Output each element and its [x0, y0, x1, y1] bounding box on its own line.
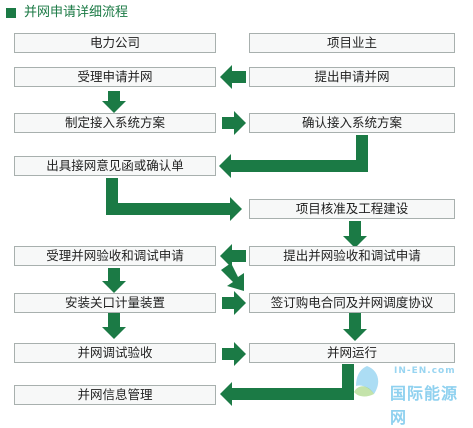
arrow-submit-to-accept: [220, 65, 246, 89]
watermark-logo-leaf: [356, 366, 379, 394]
watermark-brand: 国际能源网: [390, 384, 459, 427]
watermark-logo-icon: [354, 366, 379, 397]
arrow-opinion-to-approval: [106, 178, 242, 221]
flow-arrows: [102, 65, 368, 406]
box-accept-application: 受理申请并网: [14, 67, 216, 87]
box-install-metering: 安装关口计量装置: [14, 293, 216, 313]
box-confirm-plan: 确认接入系统方案: [249, 113, 455, 133]
arrow-submit-to-accept-acceptance: [220, 244, 246, 268]
box-submit-acceptance: 提出并网验收和调试申请: [249, 246, 455, 266]
box-grid-test: 并网调试验收: [14, 343, 216, 363]
arrow-metering-to-contracts: [222, 291, 246, 315]
box-approval-construction: 项目核准及工程建设: [249, 199, 455, 219]
arrow-contracts-to-operation: [343, 313, 367, 341]
box-accept-acceptance: 受理并网验收和调试申请: [14, 246, 216, 266]
arrow-formulate-to-confirm: [222, 111, 246, 135]
box-grid-info-management: 并网信息管理: [14, 385, 216, 405]
arrow-operation-to-info-management: [220, 364, 354, 406]
flowchart-title: 并网申请详细流程: [24, 5, 129, 20]
arrow-confirm-to-opinion: [219, 135, 368, 178]
watermark-logo-leaf-green: [354, 386, 374, 397]
arrow-diagonal-to-contracts: [221, 263, 244, 291]
watermark-site: IN-EN.com: [394, 366, 456, 376]
box-submit-application: 提出申请并网: [249, 67, 455, 87]
box-issue-opinion: 出具接网意见函或确认单: [14, 156, 216, 176]
title-marker: [6, 8, 16, 18]
arrow-approval-to-submit-acceptance: [343, 221, 367, 248]
box-sign-contracts: 签订购电合同及并网调度协议: [249, 293, 455, 313]
box-power-company: 电力公司: [14, 33, 216, 53]
arrow-accept-acceptance-to-metering: [102, 268, 126, 293]
arrow-accept-to-formulate: [102, 91, 126, 113]
arrow-metering-to-grid-test: [102, 313, 126, 339]
box-project-owner: 项目业主: [249, 33, 455, 53]
box-formulate-plan: 制定接入系统方案: [14, 113, 216, 133]
box-grid-operation: 并网运行: [249, 343, 455, 363]
arrow-grid-test-to-operation: [222, 342, 246, 366]
